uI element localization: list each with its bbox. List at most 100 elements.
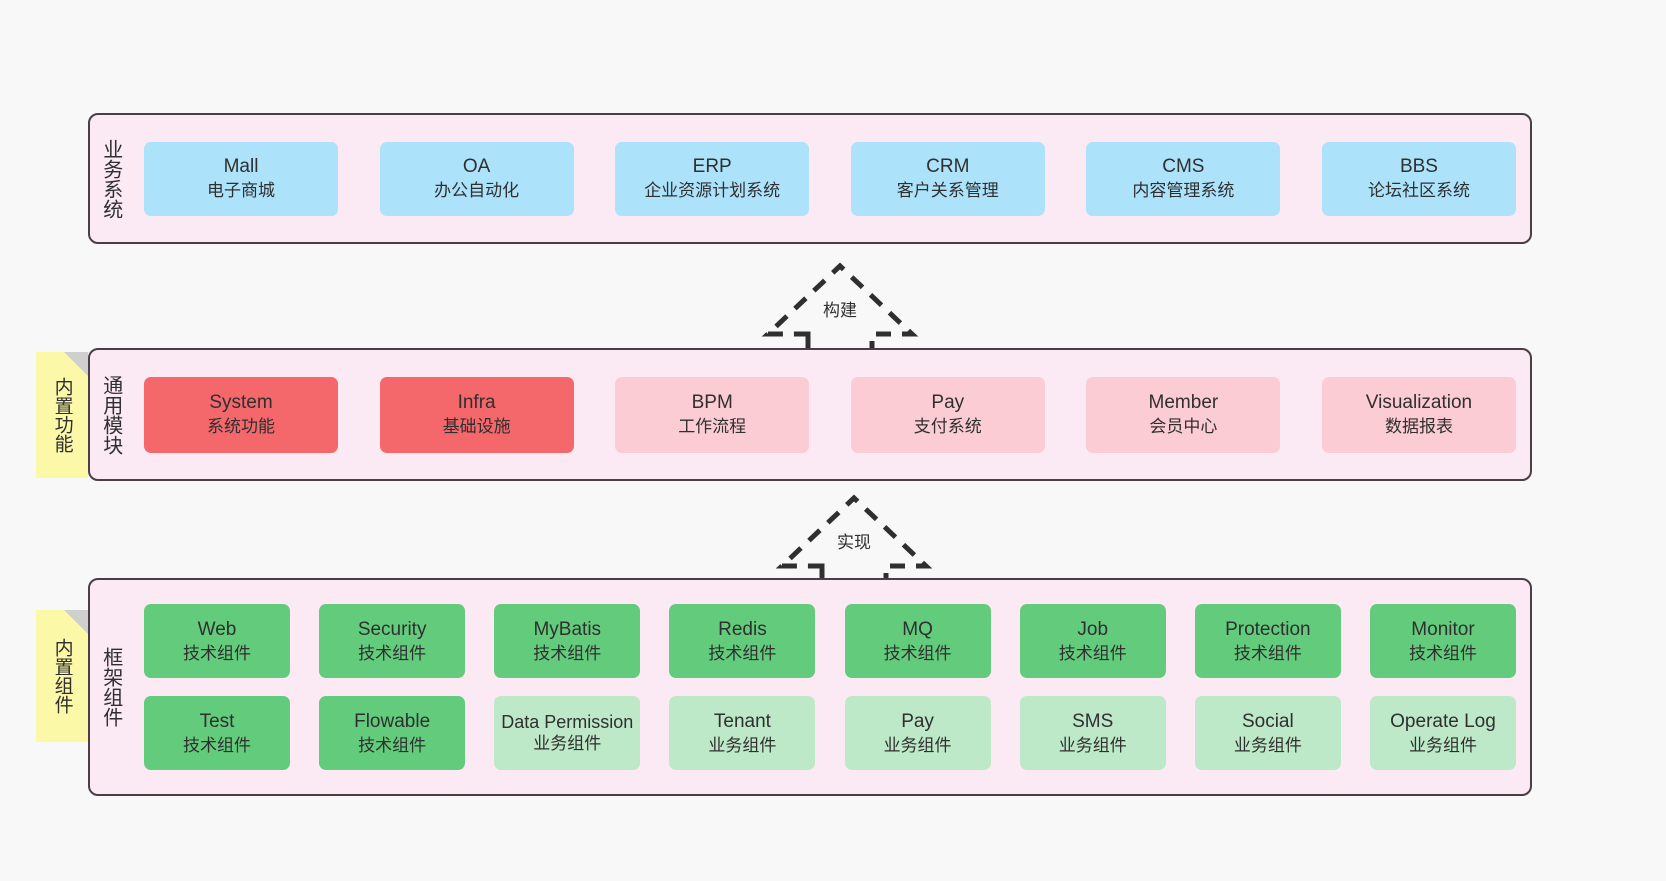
layer-body-framework-components: Web 技术组件 Security 技术组件 MyBatis 技术组件 Redi… xyxy=(130,580,1530,794)
node-title: Pay xyxy=(931,392,965,413)
node-subtitle: 系统功能 xyxy=(207,417,275,436)
node-title: Redis xyxy=(718,618,767,640)
node-subtitle: 技术组件 xyxy=(1408,643,1477,663)
node-title: OA xyxy=(462,156,491,177)
node-subtitle: 工作流程 xyxy=(678,417,747,436)
node-redis[interactable]: Redis 技术组件 xyxy=(669,604,816,678)
node-subtitle: 技术组件 xyxy=(183,643,251,663)
node-subtitle: 基础设施 xyxy=(442,417,511,436)
node-subtitle: 数据报表 xyxy=(1384,417,1453,436)
node-title: BPM xyxy=(691,392,733,413)
connector-label-implement: 实现 xyxy=(837,533,871,552)
node-subtitle: 办公自动化 xyxy=(434,181,520,200)
node-monitor[interactable]: Monitor 技术组件 xyxy=(1369,604,1516,678)
layer-title-business-systems: 业务系统 xyxy=(99,138,122,219)
node-title: Visualization xyxy=(1365,392,1473,413)
note-fold-icon xyxy=(64,352,88,376)
node-member[interactable]: Member 会员中心 xyxy=(1086,376,1281,453)
node-subtitle: 业务组件 xyxy=(883,735,952,755)
node-subtitle: 技术组件 xyxy=(1233,643,1302,663)
node-infra[interactable]: Infra 基础设施 xyxy=(379,376,574,453)
node-title: Pay xyxy=(901,710,934,732)
connector-implement: 实现 xyxy=(774,490,934,586)
node-subtitle: 论坛社区系统 xyxy=(1367,181,1470,200)
node-title: Test xyxy=(199,710,235,732)
node-subtitle: 技术组件 xyxy=(533,643,602,663)
node-subtitle: 技术组件 xyxy=(358,643,427,663)
node-security[interactable]: Security 技术组件 xyxy=(319,604,466,678)
node-title: BBS xyxy=(1399,156,1438,177)
node-job[interactable]: Job 技术组件 xyxy=(1019,604,1166,678)
node-test[interactable]: Test 技术组件 xyxy=(144,696,290,770)
node-title: Security xyxy=(357,618,427,640)
note-fold-icon xyxy=(64,610,88,634)
node-bpm[interactable]: BPM 工作流程 xyxy=(615,376,810,453)
node-subtitle: 客户关系管理 xyxy=(896,181,999,200)
node-subtitle: 技术组件 xyxy=(883,643,952,663)
node-erp[interactable]: ERP 企业资源计划系统 xyxy=(615,141,810,216)
sticky-note-builtin-components: 内置组件 xyxy=(36,610,88,742)
node-oa[interactable]: OA 办公自动化 xyxy=(379,141,574,216)
node-mall[interactable]: Mall 电子商城 xyxy=(144,141,338,216)
node-subtitle: 业务组件 xyxy=(708,735,777,755)
node-subtitle: 业务组件 xyxy=(1233,735,1302,755)
node-crm[interactable]: CRM 客户关系管理 xyxy=(850,141,1045,216)
node-mybatis[interactable]: MyBatis 技术组件 xyxy=(494,604,641,678)
layer-framework-components: 框架组件 Web 技术组件 Security 技术组件 MyBatis 技术组件… xyxy=(88,578,1532,796)
node-row-biz: Test 技术组件 Flowable 技术组件 Data Permission … xyxy=(144,696,1516,770)
node-subtitle: 业务组件 xyxy=(1058,735,1127,755)
node-row: Mall 电子商城 OA 办公自动化 ERP 企业资源计划系统 CRM 客户关系… xyxy=(144,141,1516,216)
node-title: Protection xyxy=(1225,618,1311,640)
node-subtitle: 企业资源计划系统 xyxy=(644,181,781,200)
node-title: MyBatis xyxy=(533,618,602,640)
node-mq[interactable]: MQ 技术组件 xyxy=(844,604,991,678)
node-subtitle: 内容管理系统 xyxy=(1132,181,1235,200)
node-subtitle: 技术组件 xyxy=(358,735,427,755)
node-title: Flowable xyxy=(354,710,431,732)
node-subtitle: 技术组件 xyxy=(1058,643,1127,663)
node-subtitle: 技术组件 xyxy=(708,643,777,663)
layer-common-modules: 通用模块 System 系统功能 Infra 基础设施 BPM 工作流程 Pay xyxy=(88,348,1532,481)
node-pay-component[interactable]: Pay 业务组件 xyxy=(844,696,991,770)
node-subtitle: 业务组件 xyxy=(533,734,602,753)
node-operate-log[interactable]: Operate Log 业务组件 xyxy=(1369,696,1516,770)
node-data-permission[interactable]: Data Permission 业务组件 xyxy=(494,696,641,770)
node-row: System 系统功能 Infra 基础设施 BPM 工作流程 Pay 支付系统… xyxy=(144,376,1516,453)
node-bbs[interactable]: BBS 论坛社区系统 xyxy=(1321,141,1516,216)
node-title: System xyxy=(209,392,273,413)
layer-title-framework-components: 框架组件 xyxy=(99,647,122,727)
node-title: Mall xyxy=(223,156,259,177)
node-cms[interactable]: CMS 内容管理系统 xyxy=(1086,141,1281,216)
node-title: CMS xyxy=(1162,156,1205,177)
node-social[interactable]: Social 业务组件 xyxy=(1194,696,1341,770)
node-title: CRM xyxy=(926,156,970,177)
node-sms[interactable]: SMS 业务组件 xyxy=(1019,696,1166,770)
node-title: Social xyxy=(1241,710,1294,732)
node-tenant[interactable]: Tenant 业务组件 xyxy=(669,696,816,770)
node-title: Member xyxy=(1148,392,1219,413)
node-title: Infra xyxy=(457,392,496,413)
node-subtitle: 电子商城 xyxy=(207,181,275,200)
node-subtitle: 技术组件 xyxy=(183,735,251,755)
node-protection[interactable]: Protection 技术组件 xyxy=(1194,604,1341,678)
connector-build: 构建 xyxy=(760,258,920,354)
node-visualization[interactable]: Visualization 数据报表 xyxy=(1321,376,1516,453)
node-title: Tenant xyxy=(713,710,771,732)
layer-title-common-modules: 通用模块 xyxy=(99,374,122,455)
layer-body-common-modules: System 系统功能 Infra 基础设施 BPM 工作流程 Pay 支付系统… xyxy=(130,350,1530,479)
node-title: Operate Log xyxy=(1390,710,1496,732)
layer-body-business-systems: Mall 电子商城 OA 办公自动化 ERP 企业资源计划系统 CRM 客户关系… xyxy=(130,115,1530,242)
node-title: ERP xyxy=(692,156,732,177)
node-system[interactable]: System 系统功能 xyxy=(144,376,338,453)
node-title: Job xyxy=(1077,618,1109,640)
sticky-note-builtin-functions: 内置功能 xyxy=(36,352,88,478)
node-pay-module[interactable]: Pay 支付系统 xyxy=(850,376,1045,453)
node-row-tech: Web 技术组件 Security 技术组件 MyBatis 技术组件 Redi… xyxy=(144,604,1516,678)
node-title: Data Permission xyxy=(501,712,634,732)
node-web[interactable]: Web 技术组件 xyxy=(144,604,290,678)
layer-business-systems: 业务系统 Mall 电子商城 OA 办公自动化 ERP 企业资源计划系统 CRM xyxy=(88,113,1532,244)
connector-label-build: 构建 xyxy=(823,301,857,320)
node-subtitle: 支付系统 xyxy=(913,417,982,436)
node-title: Monitor xyxy=(1411,618,1475,640)
node-flowable[interactable]: Flowable 技术组件 xyxy=(319,696,466,770)
